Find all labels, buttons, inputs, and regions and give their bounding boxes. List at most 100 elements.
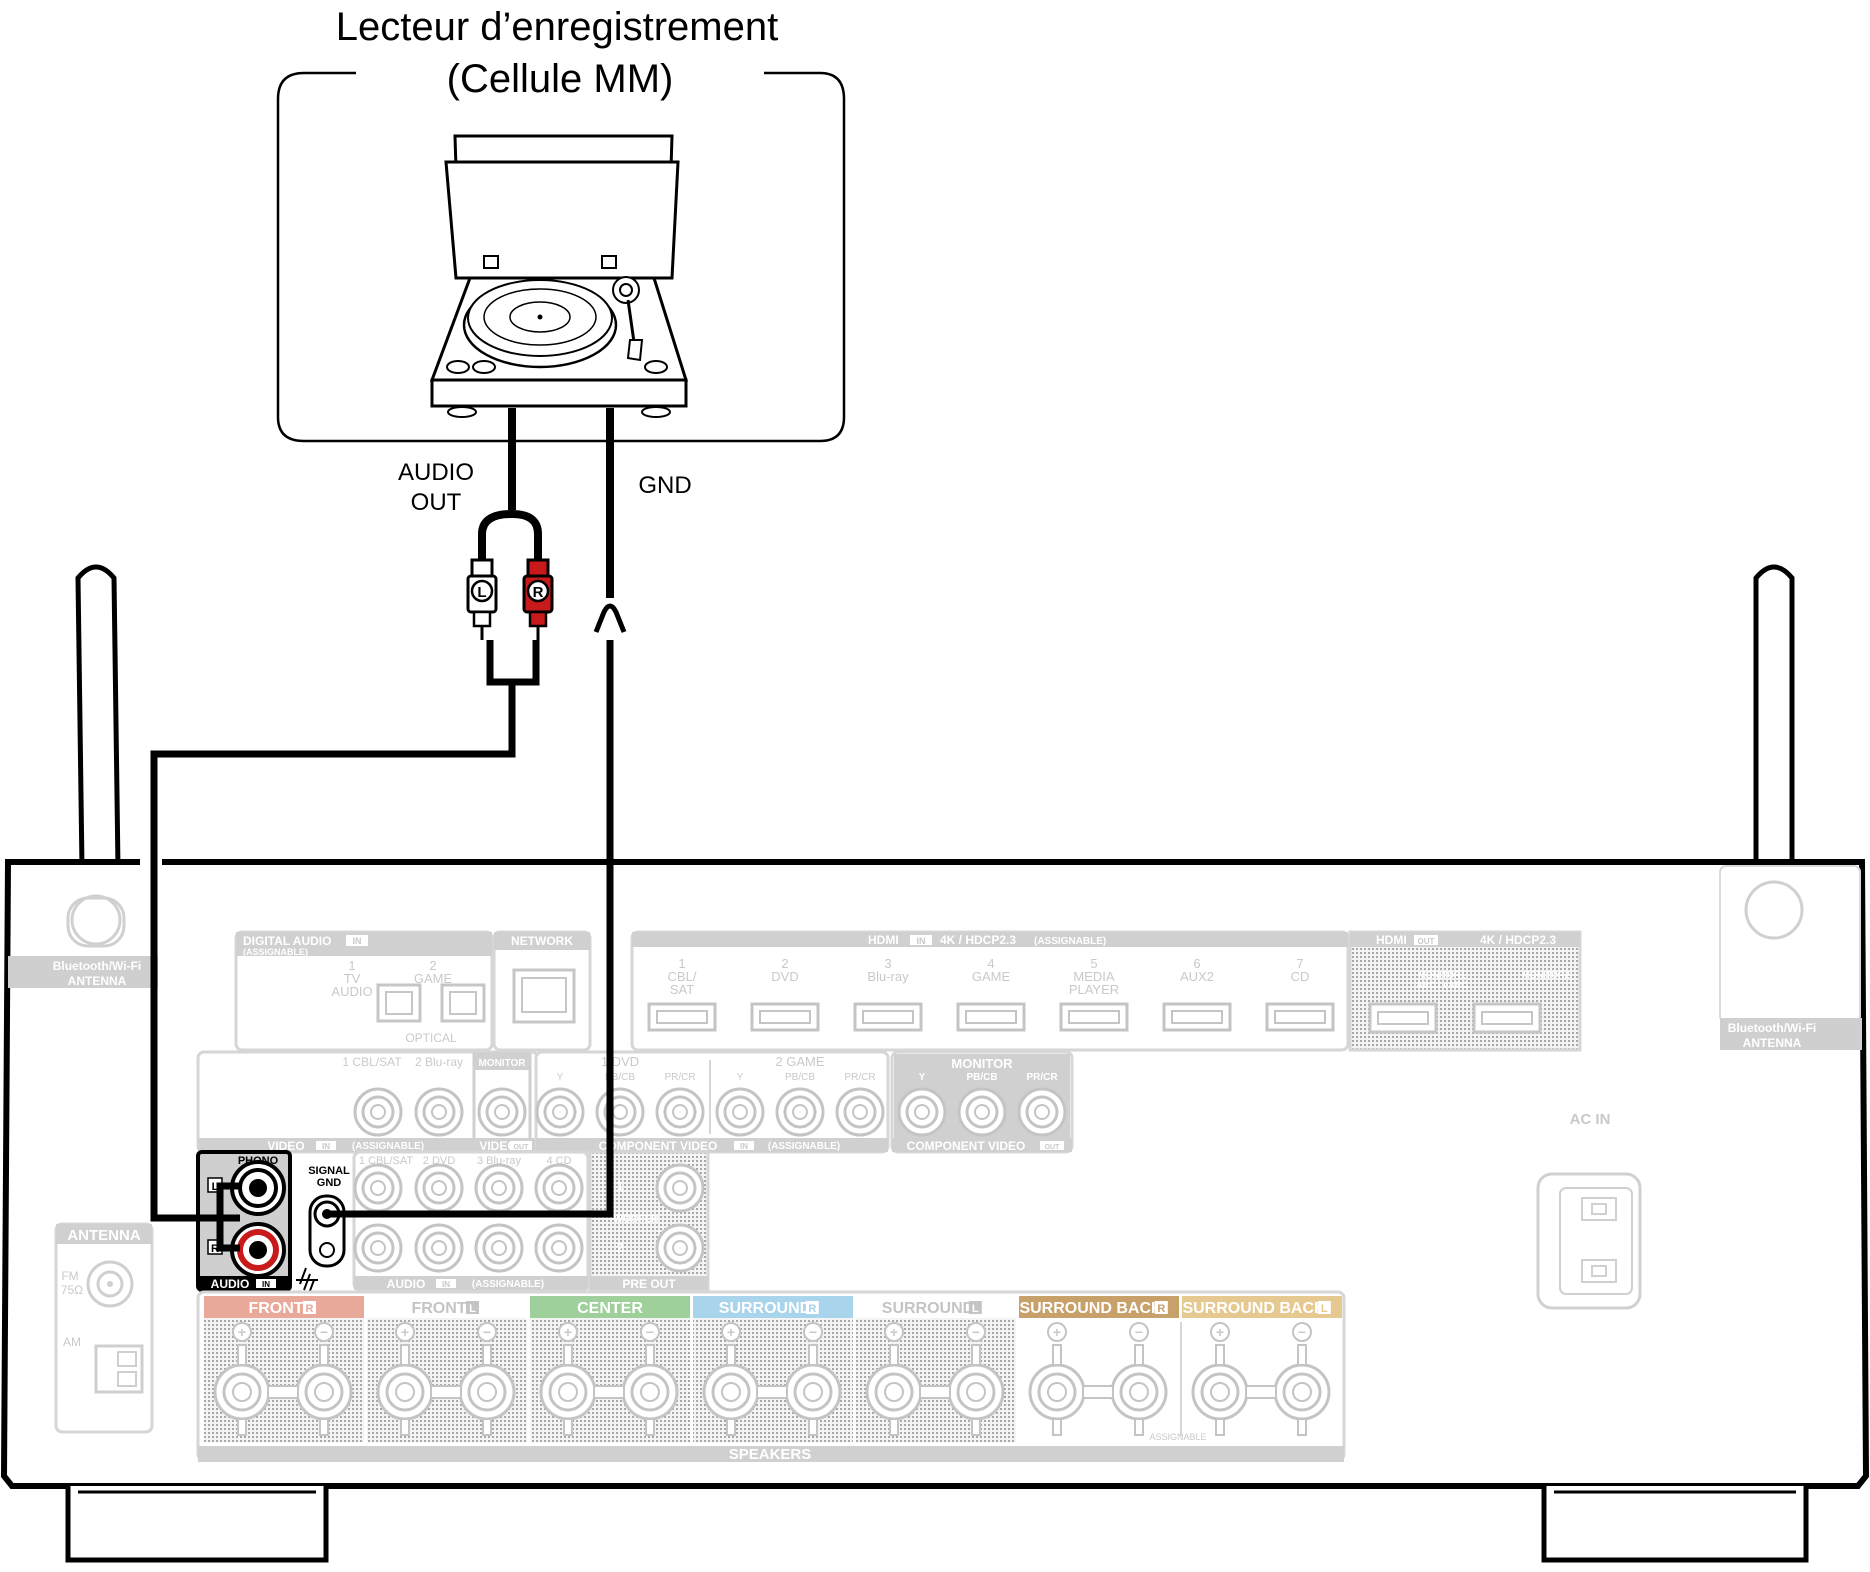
audio-in-jack[interactable] [474,1163,524,1213]
speaker-label: SURROUND BACK [1019,1300,1163,1317]
svg-text:IN: IN [740,1142,748,1151]
hdmi-in-section: HDMI IN 4K / HDCP2.3 (ASSIGNABLE) 1CBL/S… [630,930,1350,1052]
svg-text:R: R [533,584,544,601]
rca-jack[interactable] [775,1087,825,1137]
svg-text:IN: IN [262,1280,270,1289]
svg-text:SIGNAL: SIGNAL [308,1165,350,1177]
speaker-binding-post[interactable] [458,1344,516,1436]
plus-icon: + [395,1322,415,1342]
rca-jack[interactable] [353,1087,403,1137]
svg-text:FM: FM [61,1269,78,1283]
svg-text:IN: IN [442,1280,450,1289]
rca-jack[interactable] [715,1087,765,1137]
svg-text:MONITOR1: MONITOR1 [1418,970,1465,980]
hdmi-port[interactable] [853,1002,923,1032]
turntable-group: Lecteur d’enregistrement (Cellule MM) [276,5,846,443]
hdmi-port[interactable] [1059,1002,1129,1032]
svg-text:(ASSIGNABLE): (ASSIGNABLE) [1034,936,1106,947]
hdmi-input-number: 7 [1296,956,1303,971]
speaker-binding-post[interactable] [1273,1344,1331,1436]
hdmi-input-label: DVD [771,969,798,984]
svg-text:AUDIO: AUDIO [387,1277,426,1291]
svg-text:PB/CB: PB/CB [605,1072,635,1083]
hdmi-input-number: 4 [987,956,994,971]
rca-jack[interactable] [835,1087,885,1137]
rca-jack[interactable] [414,1087,464,1137]
svg-text:COMPONENT VIDEO: COMPONENT VIDEO [907,1139,1026,1153]
rca-jack[interactable] [595,1087,645,1137]
svg-text:(ASSIGNABLE): (ASSIGNABLE) [768,1141,840,1152]
hdmi-input-label: MEDIA [1073,969,1115,984]
speaker-binding-post[interactable] [376,1344,434,1436]
svg-text:+: + [401,1324,409,1340]
audio-in-jack[interactable] [414,1163,464,1213]
speaker-badge: L [972,1303,979,1315]
audio-in-jack[interactable] [414,1223,464,1273]
rca-jack[interactable] [897,1087,947,1137]
svg-text:−: − [646,1324,654,1340]
speaker-binding-post[interactable] [702,1344,760,1436]
svg-text:OUT: OUT [514,1144,530,1151]
minus-icon: − [314,1322,334,1342]
plus-icon: + [1210,1322,1230,1342]
rca-jack[interactable] [957,1087,1007,1137]
svg-text:(ASSIGNABLE): (ASSIGNABLE) [472,1279,544,1290]
svg-text:+: + [1053,1324,1061,1340]
svg-text:DIGITAL AUDIO: DIGITAL AUDIO [243,934,331,948]
speaker-binding-post[interactable] [213,1344,271,1436]
audio-in-jack[interactable] [534,1223,584,1273]
minus-icon: − [803,1322,823,1342]
rca-plug-left: L [466,558,498,640]
svg-text:OUT: OUT [1418,937,1435,946]
svg-text:1: 1 [617,1179,624,1193]
svg-text:4K / HDCP2.3: 4K / HDCP2.3 [940,933,1016,947]
svg-text:PR/CR: PR/CR [1026,1072,1058,1083]
subwoofer-jack[interactable] [655,1163,705,1213]
hdmi-port[interactable] [1265,1002,1335,1032]
hdmi-out-section: HDMI OUT 4K / HDCP2.3 MONITOR1 ARC / eAR… [1348,930,1582,1052]
rca-jack[interactable] [1017,1087,1067,1137]
audio-out-label-2: OUT [411,489,462,516]
speaker-binding-post[interactable] [784,1344,842,1436]
component-in-section: 1 DVD 2 GAME Y PB/CB PR/CR Y PB/CB PR/CR… [534,1050,890,1154]
hdmi-input-number: 5 [1090,956,1097,971]
svg-text:VIDEO: VIDEO [479,1139,516,1153]
network-section: NETWORK [492,930,592,1052]
minus-icon: − [640,1322,660,1342]
hdmi-port[interactable] [956,1002,1026,1032]
audio-in-jack[interactable] [534,1163,584,1213]
gnd-label: GND [638,472,691,499]
signal-gnd-terminal[interactable]: SIGNAL GND [296,1165,350,1297]
svg-text:Y: Y [919,1072,926,1083]
hdmi-input-number: 6 [1193,956,1200,971]
svg-text:+: + [238,1324,246,1340]
rca-jack[interactable] [655,1087,705,1137]
hdmi-port[interactable] [750,1002,820,1032]
speaker-badge: R [808,1303,816,1315]
hdmi-port[interactable] [647,1002,717,1032]
rca-jack[interactable] [477,1087,527,1137]
turntable-icon [429,134,689,418]
audio-cable: L R [150,408,554,1252]
speaker-binding-post[interactable] [865,1344,923,1436]
svg-text:HDMI: HDMI [868,933,899,947]
audio-in-jack[interactable] [353,1223,403,1273]
svg-text:PRE OUT: PRE OUT [622,1277,676,1291]
hdmi-port[interactable] [1162,1002,1232,1032]
audio-in-jack[interactable] [353,1163,403,1213]
svg-text:+: + [1216,1324,1224,1340]
speaker-binding-post[interactable] [621,1344,679,1436]
subwoofer-jack[interactable] [655,1223,705,1273]
svg-text:COMPONENT VIDEO: COMPONENT VIDEO [599,1139,718,1153]
speaker-binding-post[interactable] [947,1344,1005,1436]
speaker-binding-post[interactable] [1191,1344,1249,1436]
rca-jack[interactable] [535,1087,585,1137]
speaker-binding-post[interactable] [295,1344,353,1436]
audio-in-jack[interactable] [474,1223,524,1273]
plus-icon: + [884,1322,904,1342]
speaker-terminal-group: CENTER+− [530,1296,690,1442]
svg-text:1: 1 [348,958,355,973]
speaker-binding-post[interactable] [539,1344,597,1436]
